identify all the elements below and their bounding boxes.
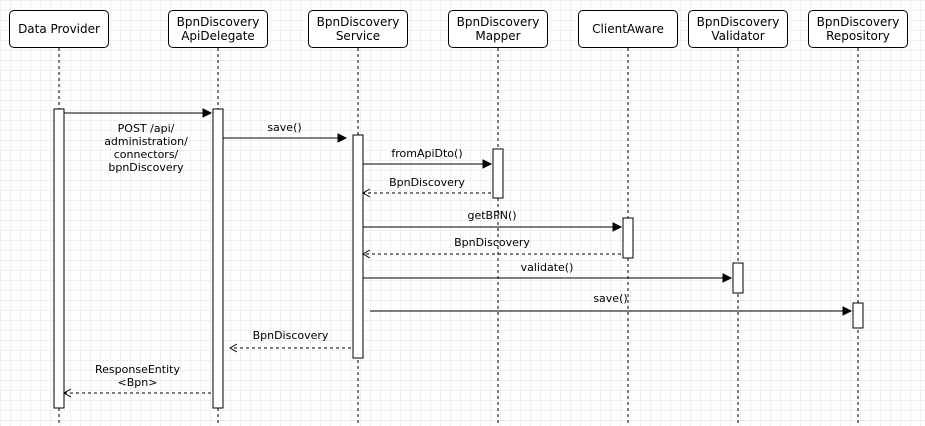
message-label: administration/ <box>104 135 188 148</box>
participant-label: BpnDiscovery <box>456 15 540 29</box>
message-label: ResponseEntity <box>95 363 180 376</box>
participant-label: BpnDiscovery <box>696 15 780 29</box>
filled-arrow-icon <box>202 108 213 118</box>
filled-arrow-icon <box>722 273 733 283</box>
filled-arrow-icon <box>842 306 853 316</box>
participant-label: Repository <box>826 29 890 43</box>
activation-bar-svc <box>352 134 364 359</box>
participant-label: Service <box>335 29 381 43</box>
message-label: BpnDiscovery <box>454 236 530 249</box>
activation-bar-val <box>732 262 744 294</box>
message-label: save() <box>593 292 627 305</box>
open-arrow-icon <box>62 388 72 398</box>
participant-label: BpnDiscovery <box>316 15 400 29</box>
message-label: BpnDiscovery <box>389 176 465 189</box>
participant-label: ApiDelegate <box>181 29 255 43</box>
message-label: POST /api/ <box>118 122 175 135</box>
filled-arrow-icon <box>337 133 348 143</box>
activation-bar-map <box>492 148 504 199</box>
activation-bar-api <box>212 108 224 409</box>
message-label: save() <box>267 121 301 134</box>
participant-label: Validator <box>711 29 765 43</box>
participant-label: ClientAware <box>592 22 664 36</box>
activation-bar-repo <box>852 302 864 329</box>
message-label: fromApiDto() <box>391 147 462 160</box>
open-arrow-icon <box>228 343 238 353</box>
message-label: validate() <box>521 261 574 274</box>
activation-bar-dp <box>53 108 65 409</box>
message-label: <Bpn> <box>118 376 158 389</box>
open-arrow-icon <box>361 188 371 198</box>
participant-label: Data Provider <box>18 22 100 36</box>
participant-label: Mapper <box>475 29 521 43</box>
filled-arrow-icon <box>612 222 623 232</box>
message-label: getBPN() <box>467 209 516 222</box>
message-label: connectors/ <box>114 148 179 161</box>
message-label: bpnDiscovery <box>108 161 184 174</box>
activation-bar-ca <box>622 217 634 259</box>
participant-label: BpnDiscovery <box>176 15 260 29</box>
participant-ca: ClientAware <box>578 10 678 48</box>
message-label: BpnDiscovery <box>253 329 329 342</box>
open-arrow-icon <box>361 249 371 259</box>
participant-dp: Data Provider <box>9 10 109 48</box>
participant-label: BpnDiscovery <box>816 15 900 29</box>
filled-arrow-icon <box>482 159 493 169</box>
